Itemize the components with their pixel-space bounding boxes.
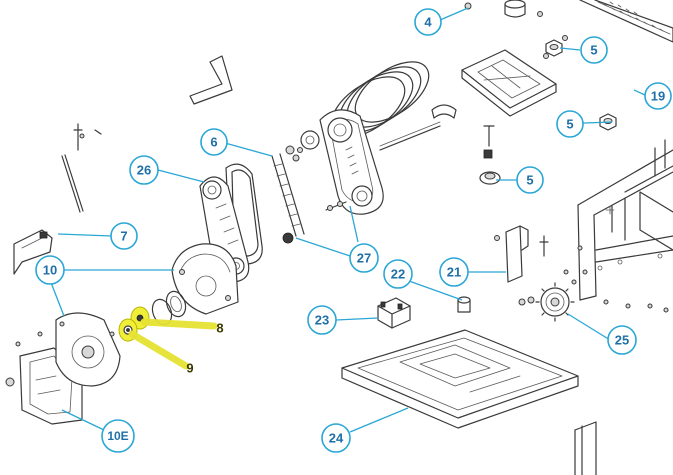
callout-22[interactable]: 22 — [383, 259, 413, 289]
bolt-and-nut-part — [479, 125, 501, 185]
svg-text:26: 26 — [137, 163, 151, 178]
callout-5-middle[interactable]: 5 — [556, 110, 584, 138]
callout-9-highlighted[interactable]: 9 — [186, 361, 193, 376]
toothed-belt-part — [271, 145, 305, 244]
svg-text:27: 27 — [357, 251, 371, 266]
callout-25[interactable]: 25 — [607, 325, 637, 355]
callout-6[interactable]: 6 — [200, 128, 228, 156]
nut-part-top — [545, 39, 563, 57]
callout-10E[interactable]: 10E — [101, 419, 135, 453]
motor-plate-part — [461, 49, 557, 117]
callout-21[interactable]: 21 — [439, 257, 469, 287]
callout-26[interactable]: 26 — [129, 155, 159, 185]
svg-text:19: 19 — [651, 89, 665, 104]
flange-plate-part — [15, 312, 121, 387]
callout-19[interactable]: 19 — [644, 82, 672, 110]
shaft-rod-part — [379, 121, 441, 151]
callout-24[interactable]: 24 — [321, 423, 351, 453]
callout-5-bottom[interactable]: 5 — [516, 166, 544, 194]
svg-text:10E: 10E — [107, 429, 128, 443]
drive-arm-part — [300, 109, 384, 215]
callout-5-top[interactable]: 5 — [580, 36, 608, 64]
svg-text:23: 23 — [315, 313, 329, 328]
top-fasteners — [464, 0, 568, 59]
callout-27[interactable]: 27 — [349, 243, 379, 273]
svg-text:10: 10 — [43, 263, 57, 278]
table-top-part — [579, 0, 673, 43]
blade-guard-housing-part — [171, 243, 239, 315]
svg-text:25: 25 — [615, 333, 629, 348]
svg-text:5: 5 — [590, 43, 597, 58]
callout-10[interactable]: 10 — [35, 255, 65, 285]
svg-text:22: 22 — [391, 267, 405, 282]
highlight-leaders — [128, 318, 218, 370]
pin-parts — [325, 201, 347, 211]
water-tray-part — [341, 329, 579, 429]
svg-text:8: 8 — [216, 321, 223, 336]
switch-box-part — [377, 297, 411, 329]
callout-8-highlighted[interactable]: 8 — [216, 321, 223, 336]
hex-key-part — [189, 55, 233, 105]
svg-text:21: 21 — [447, 265, 461, 280]
svg-text:9: 9 — [186, 361, 193, 376]
svg-text:24: 24 — [329, 431, 344, 446]
svg-text:5: 5 — [526, 173, 533, 188]
gear-part — [518, 282, 575, 322]
handle-part — [431, 104, 457, 119]
callout-4[interactable]: 4 — [414, 8, 442, 36]
bushing-part — [457, 296, 471, 313]
svg-text:5: 5 — [566, 117, 573, 132]
guard-bracket-part — [13, 229, 53, 275]
svg-text:6: 6 — [210, 135, 217, 150]
bracket-part — [494, 225, 549, 283]
callout-23[interactable]: 23 — [307, 305, 337, 335]
svg-text:7: 7 — [120, 229, 127, 244]
callout-7[interactable]: 7 — [110, 222, 138, 250]
rod-part — [61, 123, 102, 213]
saw-frame-part — [563, 139, 673, 475]
svg-text:4: 4 — [424, 15, 432, 30]
